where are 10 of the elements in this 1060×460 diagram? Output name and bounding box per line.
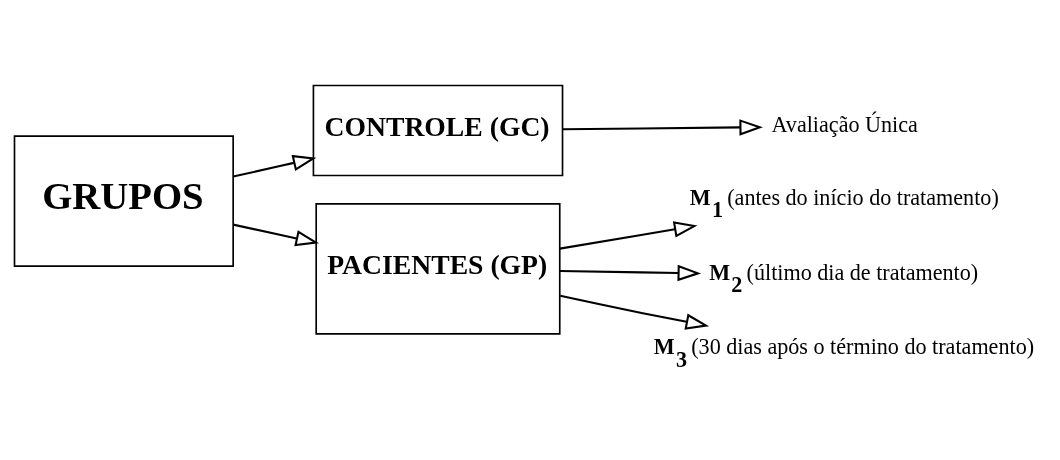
- node-text: Avaliação Única: [771, 111, 918, 137]
- arrow: [562, 118, 763, 136]
- node-box: PACIENTES (GP): [315, 202, 561, 335]
- arrow: [560, 294, 710, 330]
- node-box: GRUPOS: [13, 134, 234, 267]
- arrow: [559, 264, 702, 281]
- arrow: [233, 154, 317, 178]
- arrow: [559, 220, 698, 250]
- arrow: [233, 223, 320, 246]
- node-box: CONTROLE (GC): [312, 84, 564, 176]
